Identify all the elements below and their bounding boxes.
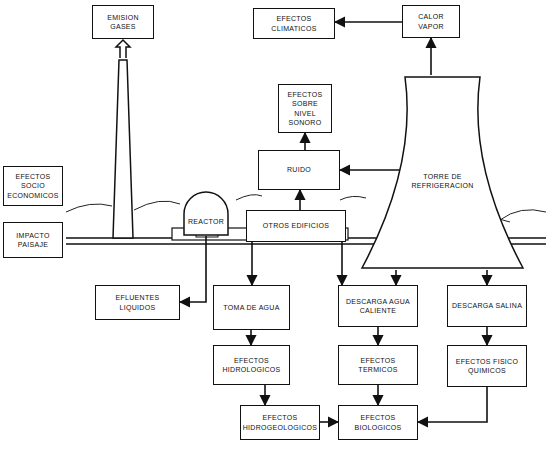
process-box: EFLUENTES LIQUIDOS — [95, 285, 180, 320]
node-label: DESCARGA AGUA CALIENTE — [339, 295, 417, 317]
dome-outline — [178, 190, 234, 236]
flow-arrow — [341, 242, 343, 285]
flow-arrow — [340, 169, 401, 171]
node-label: EFECTOS HIDROGEOLOGICOS — [240, 411, 321, 433]
flow-arrow — [377, 327, 379, 345]
process-box: OTROS EDIFICIOS — [246, 210, 346, 242]
flow-arrow — [180, 236, 206, 302]
hill-line — [500, 210, 546, 220]
node-label: DESCARGA SALINA — [449, 299, 525, 312]
process-box: EFECTOS HIDROLOGICOS — [213, 345, 290, 385]
node-label: EFECTOS TERMICOS — [339, 354, 417, 376]
node-label: EFLUENTES LIQUIDOS — [96, 291, 179, 313]
node-label: EMISION GASES — [93, 11, 153, 33]
flow-arrow — [251, 242, 253, 285]
node-label: EFECTOS HIDROLOGICOS — [214, 354, 289, 376]
process-box: EFECTOS BIOLOGICOS — [338, 405, 418, 440]
process-box: EFECTOS TERMICOS — [338, 345, 418, 385]
node-label: EFECTOS FISICO QUIMICOS — [448, 355, 526, 377]
process-box: EFECTOS FISICO QUIMICOS — [447, 345, 527, 387]
flow-arrow — [320, 421, 338, 423]
process-box: EFECTOS SOCIO ECONOMICOS — [3, 166, 63, 206]
node-label: EFECTOS CLIMATICOS — [254, 12, 334, 34]
hill-line — [340, 196, 366, 200]
process-box: EFECTOS HIDROGEOLOGICOS — [240, 405, 320, 440]
hill-line — [66, 204, 112, 212]
flow-arrow — [395, 270, 397, 285]
node-label: EFECTOS SOBRE NIVEL SONORO — [279, 88, 331, 128]
node-label: OTROS EDIFICIOS — [260, 219, 332, 232]
node-label: CALOR VAPOR — [403, 10, 459, 32]
node-label: RUIDO — [284, 163, 314, 176]
node-label: EFECTOS SOCIO ECONOMICOS — [4, 170, 62, 201]
process-box: EFECTOS SOBRE NIVEL SONORO — [278, 84, 332, 133]
flow-arrow — [304, 133, 306, 150]
process-box: EFECTOS CLIMATICOS — [253, 8, 335, 39]
process-box: CALOR VAPOR — [402, 5, 460, 38]
hill-line — [134, 201, 180, 210]
flow-arrow — [377, 385, 379, 405]
node-label: IMPACTO PAISAJE — [4, 229, 62, 251]
flow-arrow — [264, 385, 266, 405]
process-box: DESCARGA SALINA — [447, 285, 527, 327]
flow-arrow — [486, 327, 488, 345]
flow-arrow — [486, 270, 488, 285]
node-label: TORRE DE REFRIGERACION — [404, 170, 482, 192]
node-label: TOMA DE AGUA — [220, 301, 282, 314]
gas-arrow — [116, 40, 130, 58]
process-box: RUIDO — [258, 150, 340, 190]
flow-arrow — [430, 38, 432, 75]
node-label: EFECTOS BIOLOGICOS — [339, 411, 417, 433]
hill-line — [236, 195, 262, 200]
node-label: REACTOR — [185, 215, 227, 228]
chimney — [113, 60, 133, 238]
flow-arrow — [299, 190, 301, 210]
cooling-tower: TORRE DE REFRIGERACION — [360, 75, 525, 270]
flow-arrow — [418, 387, 487, 422]
process-box: IMPACTO PAISAJE — [3, 222, 63, 258]
flow-arrow — [335, 21, 402, 23]
process-box: DESCARGA AGUA CALIENTE — [338, 285, 418, 327]
process-box: EMISION GASES — [92, 5, 154, 39]
flow-arrow — [250, 330, 252, 345]
reactor-dome: REACTOR — [178, 190, 234, 236]
process-box: TOMA DE AGUA — [213, 285, 290, 330]
